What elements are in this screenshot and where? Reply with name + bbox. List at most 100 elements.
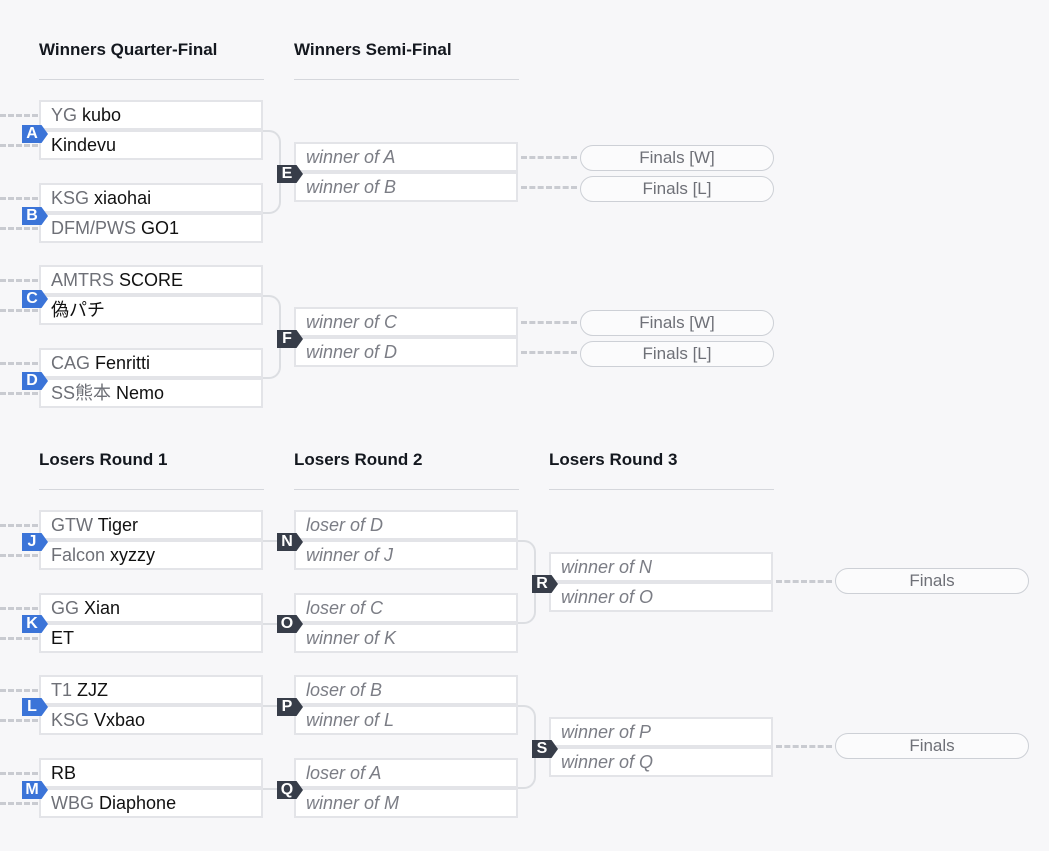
player-slot[interactable]: RB <box>39 758 263 788</box>
team-tag: CAG <box>51 353 91 373</box>
placeholder-text: winner of C <box>306 312 398 332</box>
player-name: ZJZ <box>77 680 109 700</box>
player-slot[interactable]: winner of P <box>549 717 773 747</box>
match-m[interactable]: RB WBG Diaphone <box>39 758 263 818</box>
player-slot[interactable]: KSG xiaohai <box>39 183 263 213</box>
player-slot[interactable]: winner of B <box>294 172 518 202</box>
match-s[interactable]: winner of P winner of Q <box>549 717 773 777</box>
match-c[interactable]: AMTRS SCORE 偽パチ <box>39 265 263 325</box>
match-label-d: D <box>22 372 48 390</box>
destination-pill[interactable]: Finals [W] <box>580 145 774 171</box>
player-slot[interactable]: Kindevu <box>39 130 263 160</box>
match-label-p: P <box>277 698 303 716</box>
player-name: SCORE <box>119 270 184 290</box>
player-slot[interactable]: WBG Diaphone <box>39 788 263 818</box>
team-tag: DFM/PWS <box>51 218 136 238</box>
placeholder-text: winner of J <box>306 545 394 565</box>
player-slot[interactable]: GG Xian <box>39 593 263 623</box>
outgoing-line <box>776 580 832 583</box>
player-slot[interactable]: loser of B <box>294 675 518 705</box>
player-slot[interactable]: KSG Vxbao <box>39 705 263 735</box>
player-slot[interactable]: winner of Q <box>549 747 773 777</box>
placeholder-text: loser of D <box>306 515 384 535</box>
header-losers-round-3: Losers Round 3 <box>549 450 774 490</box>
player-slot[interactable]: YG kubo <box>39 100 263 130</box>
player-slot[interactable]: winner of J <box>294 540 518 570</box>
match-label-j: J <box>22 533 48 551</box>
player-slot[interactable]: winner of M <box>294 788 518 818</box>
team-tag: T1 <box>51 680 73 700</box>
connector-line <box>263 788 283 790</box>
player-slot[interactable]: winner of D <box>294 337 518 367</box>
player-slot[interactable]: 偽パチ <box>39 295 263 325</box>
match-label-k: K <box>22 615 48 633</box>
match-a[interactable]: YG kubo Kindevu <box>39 100 263 160</box>
player-slot[interactable]: winner of K <box>294 623 518 653</box>
team-tag: KSG <box>51 710 90 730</box>
player-slot[interactable]: winner of N <box>549 552 773 582</box>
connector-line <box>263 623 283 625</box>
incoming-line <box>0 554 38 557</box>
outgoing-line <box>521 321 577 324</box>
outgoing-line <box>521 156 577 159</box>
match-r[interactable]: winner of N winner of O <box>549 552 773 612</box>
player-slot[interactable]: CAG Fenritti <box>39 348 263 378</box>
team-tag: AMTRS <box>51 270 114 290</box>
destination-pill[interactable]: Finals [W] <box>580 310 774 336</box>
incoming-line <box>0 144 38 147</box>
player-slot[interactable]: loser of C <box>294 593 518 623</box>
connector-line <box>263 705 283 707</box>
player-slot[interactable]: ET <box>39 623 263 653</box>
player-slot[interactable]: winner of L <box>294 705 518 735</box>
match-f[interactable]: winner of C winner of D <box>294 307 518 367</box>
player-slot[interactable]: GTW Tiger <box>39 510 263 540</box>
match-label-b: B <box>22 207 48 225</box>
player-name: Diaphone <box>99 793 177 813</box>
outgoing-line <box>776 745 832 748</box>
player-slot[interactable]: AMTRS SCORE <box>39 265 263 295</box>
incoming-line <box>0 279 38 282</box>
player-name: RB <box>51 763 77 783</box>
match-d[interactable]: CAG Fenritti SS熊本 Nemo <box>39 348 263 408</box>
player-name: Nemo <box>116 383 165 403</box>
team-tag: WBG <box>51 793 94 813</box>
destination-pill[interactable]: Finals <box>835 568 1029 594</box>
player-name: Vxbao <box>94 710 146 730</box>
match-p[interactable]: loser of B winner of L <box>294 675 518 735</box>
player-slot[interactable]: Falcon xyzzy <box>39 540 263 570</box>
header-winners-semi-final: Winners Semi-Final <box>294 40 519 80</box>
match-label-c: C <box>22 290 48 308</box>
player-slot[interactable]: winner of O <box>549 582 773 612</box>
placeholder-text: winner of O <box>561 587 654 607</box>
placeholder-text: loser of B <box>306 680 383 700</box>
match-o[interactable]: loser of C winner of K <box>294 593 518 653</box>
destination-pill[interactable]: Finals [L] <box>580 341 774 367</box>
player-slot[interactable]: DFM/PWS GO1 <box>39 213 263 243</box>
incoming-line <box>0 114 38 117</box>
player-slot[interactable]: loser of D <box>294 510 518 540</box>
outgoing-line <box>521 186 577 189</box>
incoming-line <box>0 637 38 640</box>
player-slot[interactable]: loser of A <box>294 758 518 788</box>
placeholder-text: winner of L <box>306 710 395 730</box>
outgoing-line <box>521 351 577 354</box>
destination-pill[interactable]: Finals <box>835 733 1029 759</box>
player-name: Fenritti <box>95 353 151 373</box>
match-q[interactable]: loser of A winner of M <box>294 758 518 818</box>
match-j[interactable]: GTW Tiger Falcon xyzzy <box>39 510 263 570</box>
match-k[interactable]: GG Xian ET <box>39 593 263 653</box>
player-slot[interactable]: SS熊本 Nemo <box>39 378 263 408</box>
player-slot[interactable]: winner of A <box>294 142 518 172</box>
player-slot[interactable]: T1 ZJZ <box>39 675 263 705</box>
incoming-line <box>0 802 38 805</box>
destination-pill[interactable]: Finals [L] <box>580 176 774 202</box>
match-l[interactable]: T1 ZJZ KSG Vxbao <box>39 675 263 735</box>
player-slot[interactable]: winner of C <box>294 307 518 337</box>
match-n[interactable]: loser of D winner of J <box>294 510 518 570</box>
match-label-e: E <box>277 165 303 183</box>
match-label-m: M <box>22 781 48 799</box>
match-e[interactable]: winner of A winner of B <box>294 142 518 202</box>
player-name: xyzzy <box>110 545 156 565</box>
match-label-a: A <box>22 125 48 143</box>
match-b[interactable]: KSG xiaohai DFM/PWS GO1 <box>39 183 263 243</box>
